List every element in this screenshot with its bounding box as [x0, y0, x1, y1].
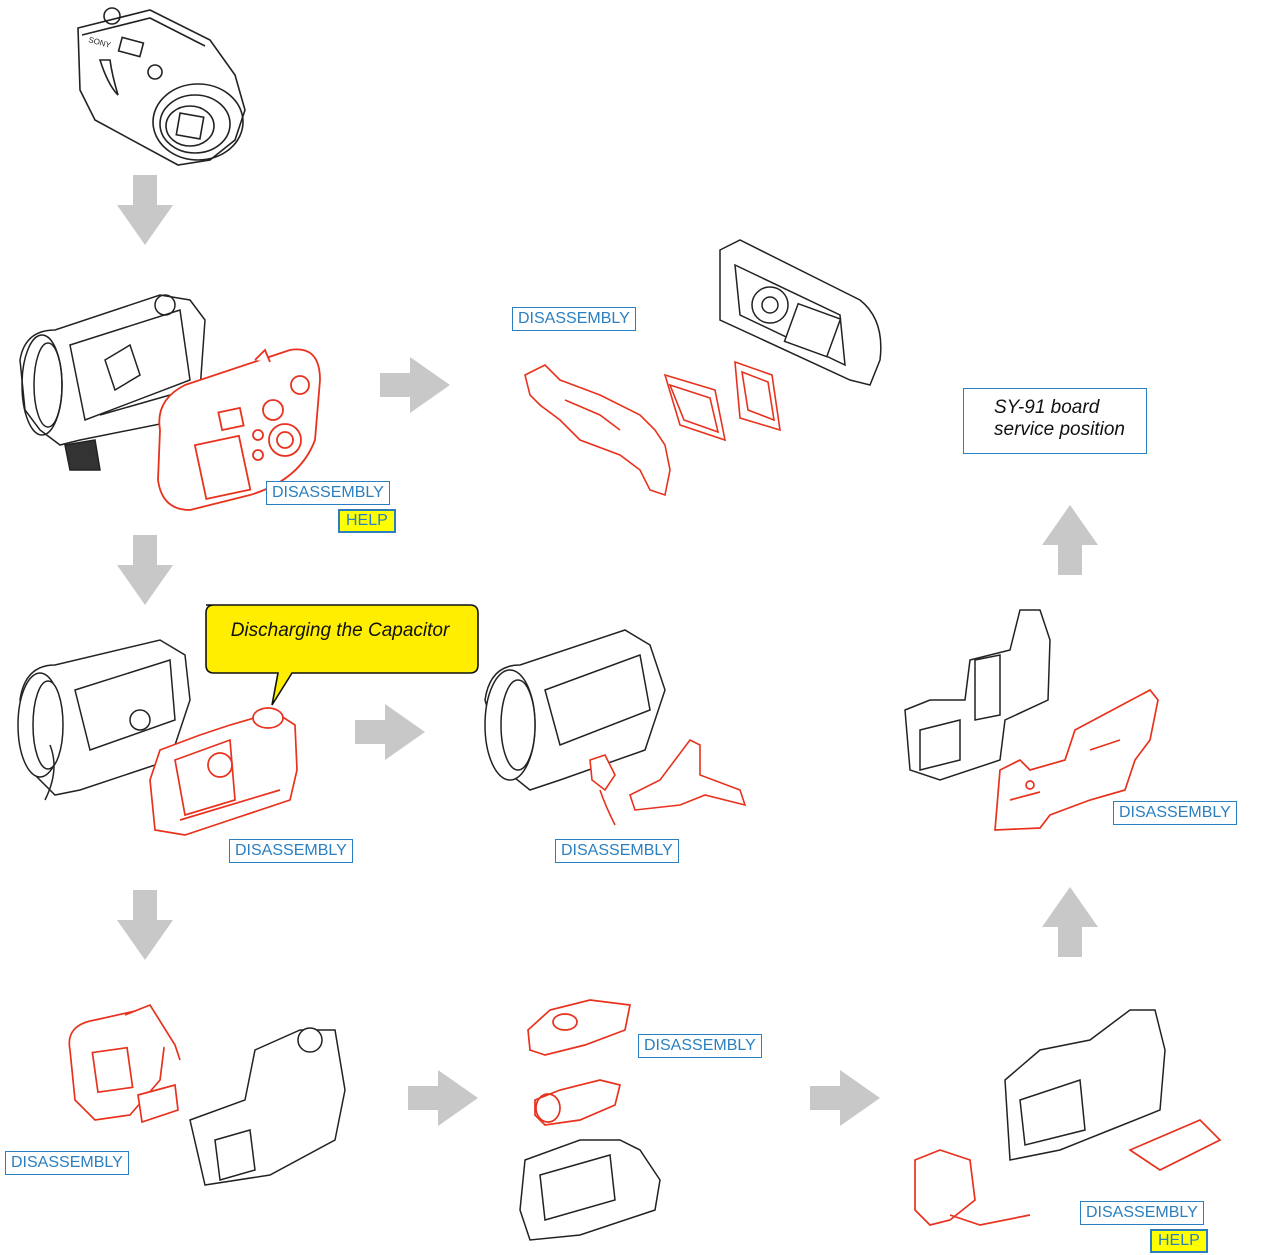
circuit-board-part	[994, 688, 1159, 831]
arrow-right-4	[810, 1070, 880, 1126]
service-position-line1: SY-91 board	[994, 397, 1100, 418]
small-parts-mid	[589, 738, 747, 826]
rear-frame-illustration	[719, 239, 882, 386]
rear-cover-part	[157, 348, 321, 511]
arrow-down-3	[117, 890, 173, 960]
disassembly-link-circuit-board[interactable]: DISASSEMBLY	[1113, 801, 1237, 825]
arrow-right-3	[408, 1070, 478, 1126]
disassembly-link-switch-parts[interactable]: DISASSEMBLY	[638, 1034, 762, 1058]
callout-bubble	[205, 604, 479, 706]
arrow-right-1	[380, 357, 450, 413]
disassembly-link-lens-unit[interactable]: DISASSEMBLY	[5, 1151, 129, 1175]
frame-bottom-middle	[519, 1139, 661, 1241]
arrow-up-2	[1042, 887, 1098, 957]
lens-unit-part	[68, 1003, 181, 1124]
arrow-down-2	[117, 535, 173, 605]
help-button-rear-cover[interactable]: HELP	[338, 509, 396, 533]
service-position-box[interactable]: SY-91 board service position	[963, 388, 1147, 454]
frame-bottom-right	[1004, 1009, 1166, 1161]
callout-text: Discharging the Capacitor	[230, 620, 450, 641]
main-frame-illustration	[904, 609, 1051, 781]
disassembly-link-flash-unit[interactable]: DISASSEMBLY	[229, 839, 353, 863]
switch-parts	[527, 999, 632, 1126]
camera-chassis-illustration	[17, 639, 191, 801]
arrow-down-1	[117, 175, 173, 245]
disassembly-link-small-parts[interactable]: DISASSEMBLY	[555, 839, 679, 863]
service-position-line2: service position	[994, 419, 1125, 440]
arrow-up-1	[1042, 505, 1098, 575]
camera-chassis-illustration-2	[484, 629, 666, 791]
arrow-right-2	[355, 704, 425, 760]
disassembly-link-top-middle[interactable]: DISASSEMBLY	[512, 307, 636, 331]
flash-unit-part	[149, 707, 298, 836]
camera-illustration: SONY	[77, 7, 246, 166]
frame-bottom-left	[189, 1027, 346, 1186]
help-button-flex-cable[interactable]: HELP	[1150, 1229, 1208, 1253]
disassembly-link-rear-cover[interactable]: DISASSEMBLY	[266, 481, 390, 505]
camera-frame-illustration	[19, 294, 206, 471]
disassembly-link-flex-cable[interactable]: DISASSEMBLY	[1080, 1201, 1204, 1225]
bracket-parts-top	[524, 360, 781, 497]
flex-cable-part	[914, 1118, 1222, 1226]
